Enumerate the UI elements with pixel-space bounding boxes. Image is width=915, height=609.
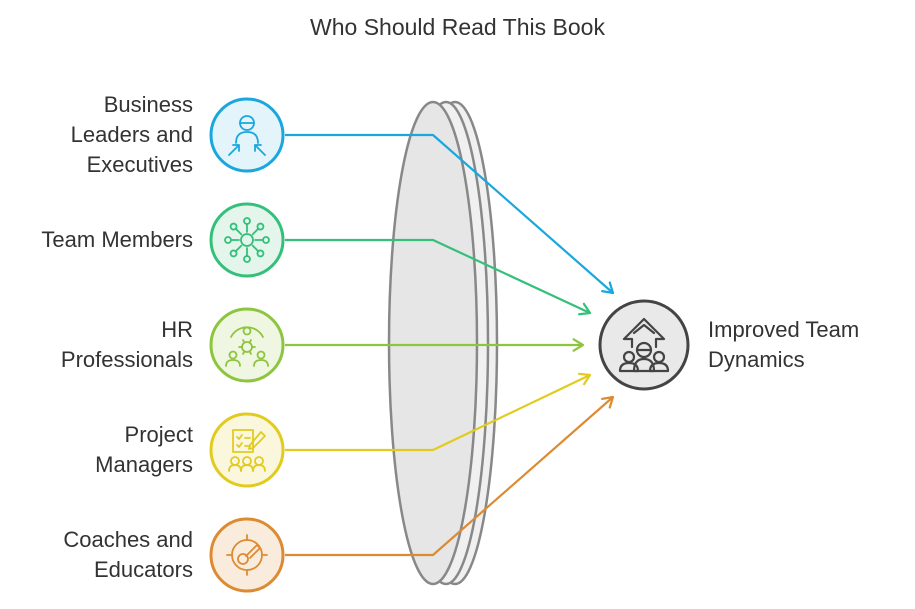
connector-arrows [285, 133, 615, 557]
label-business-leaders: Business Leaders and Executives [70, 92, 193, 177]
people-gear-icon [209, 307, 285, 383]
target-whistle-icon [209, 517, 285, 593]
audience-icons [209, 97, 285, 593]
label-team-members: Team Members [41, 227, 193, 252]
connector-arrow [285, 133, 614, 294]
connector-arrow [285, 396, 614, 557]
arrowhead [572, 338, 585, 352]
lens-shape [387, 100, 499, 586]
arrowhead [577, 302, 592, 316]
network-icon [209, 202, 285, 278]
result-node [598, 299, 690, 391]
connector-arrow [285, 374, 591, 452]
arrowhead [601, 281, 615, 295]
connector-arrow [285, 238, 591, 314]
label-coaches-educators: Coaches and Educators [63, 527, 193, 582]
label-project-managers: Project Managers [95, 422, 193, 477]
arrowhead [601, 395, 615, 409]
checklist-team-icon [209, 412, 285, 488]
arrowhead [577, 372, 592, 386]
leader-icon [209, 97, 285, 173]
diagram-title: Who Should Read This Book [310, 14, 605, 40]
label-hr-professionals: HR Professionals [60, 317, 193, 372]
label-improved-team-dynamics: Improved Team Dynamics [708, 317, 860, 372]
team-growth-icon [598, 299, 690, 391]
